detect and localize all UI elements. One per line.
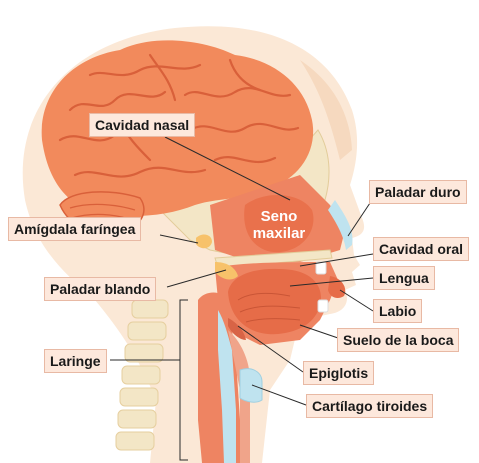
seno-line2: maxilar — [248, 225, 310, 242]
label-paladar-duro: Paladar duro — [369, 180, 467, 204]
label-lengua: Lengua — [373, 266, 435, 290]
label-labio: Labio — [373, 299, 422, 323]
label-amigdala-faringea: Amígdala faríngea — [8, 217, 141, 241]
label-epiglotis: Epiglotis — [303, 361, 374, 385]
label-laringe: Laringe — [44, 349, 107, 373]
label-cavidad-oral: Cavidad oral — [373, 237, 469, 261]
thyroid-cartilage — [240, 369, 262, 402]
label-paladar-blando: Paladar blando — [44, 277, 156, 301]
seno-line1: Seno — [248, 208, 310, 225]
label-cavidad-nasal: Cavidad nasal — [89, 113, 195, 137]
label-suelo-de-la-boca: Suelo de la boca — [337, 328, 459, 352]
label-seno-maxilar: Seno maxilar — [248, 208, 310, 242]
label-cartilago-tiroides: Cartílago tiroides — [306, 394, 433, 418]
